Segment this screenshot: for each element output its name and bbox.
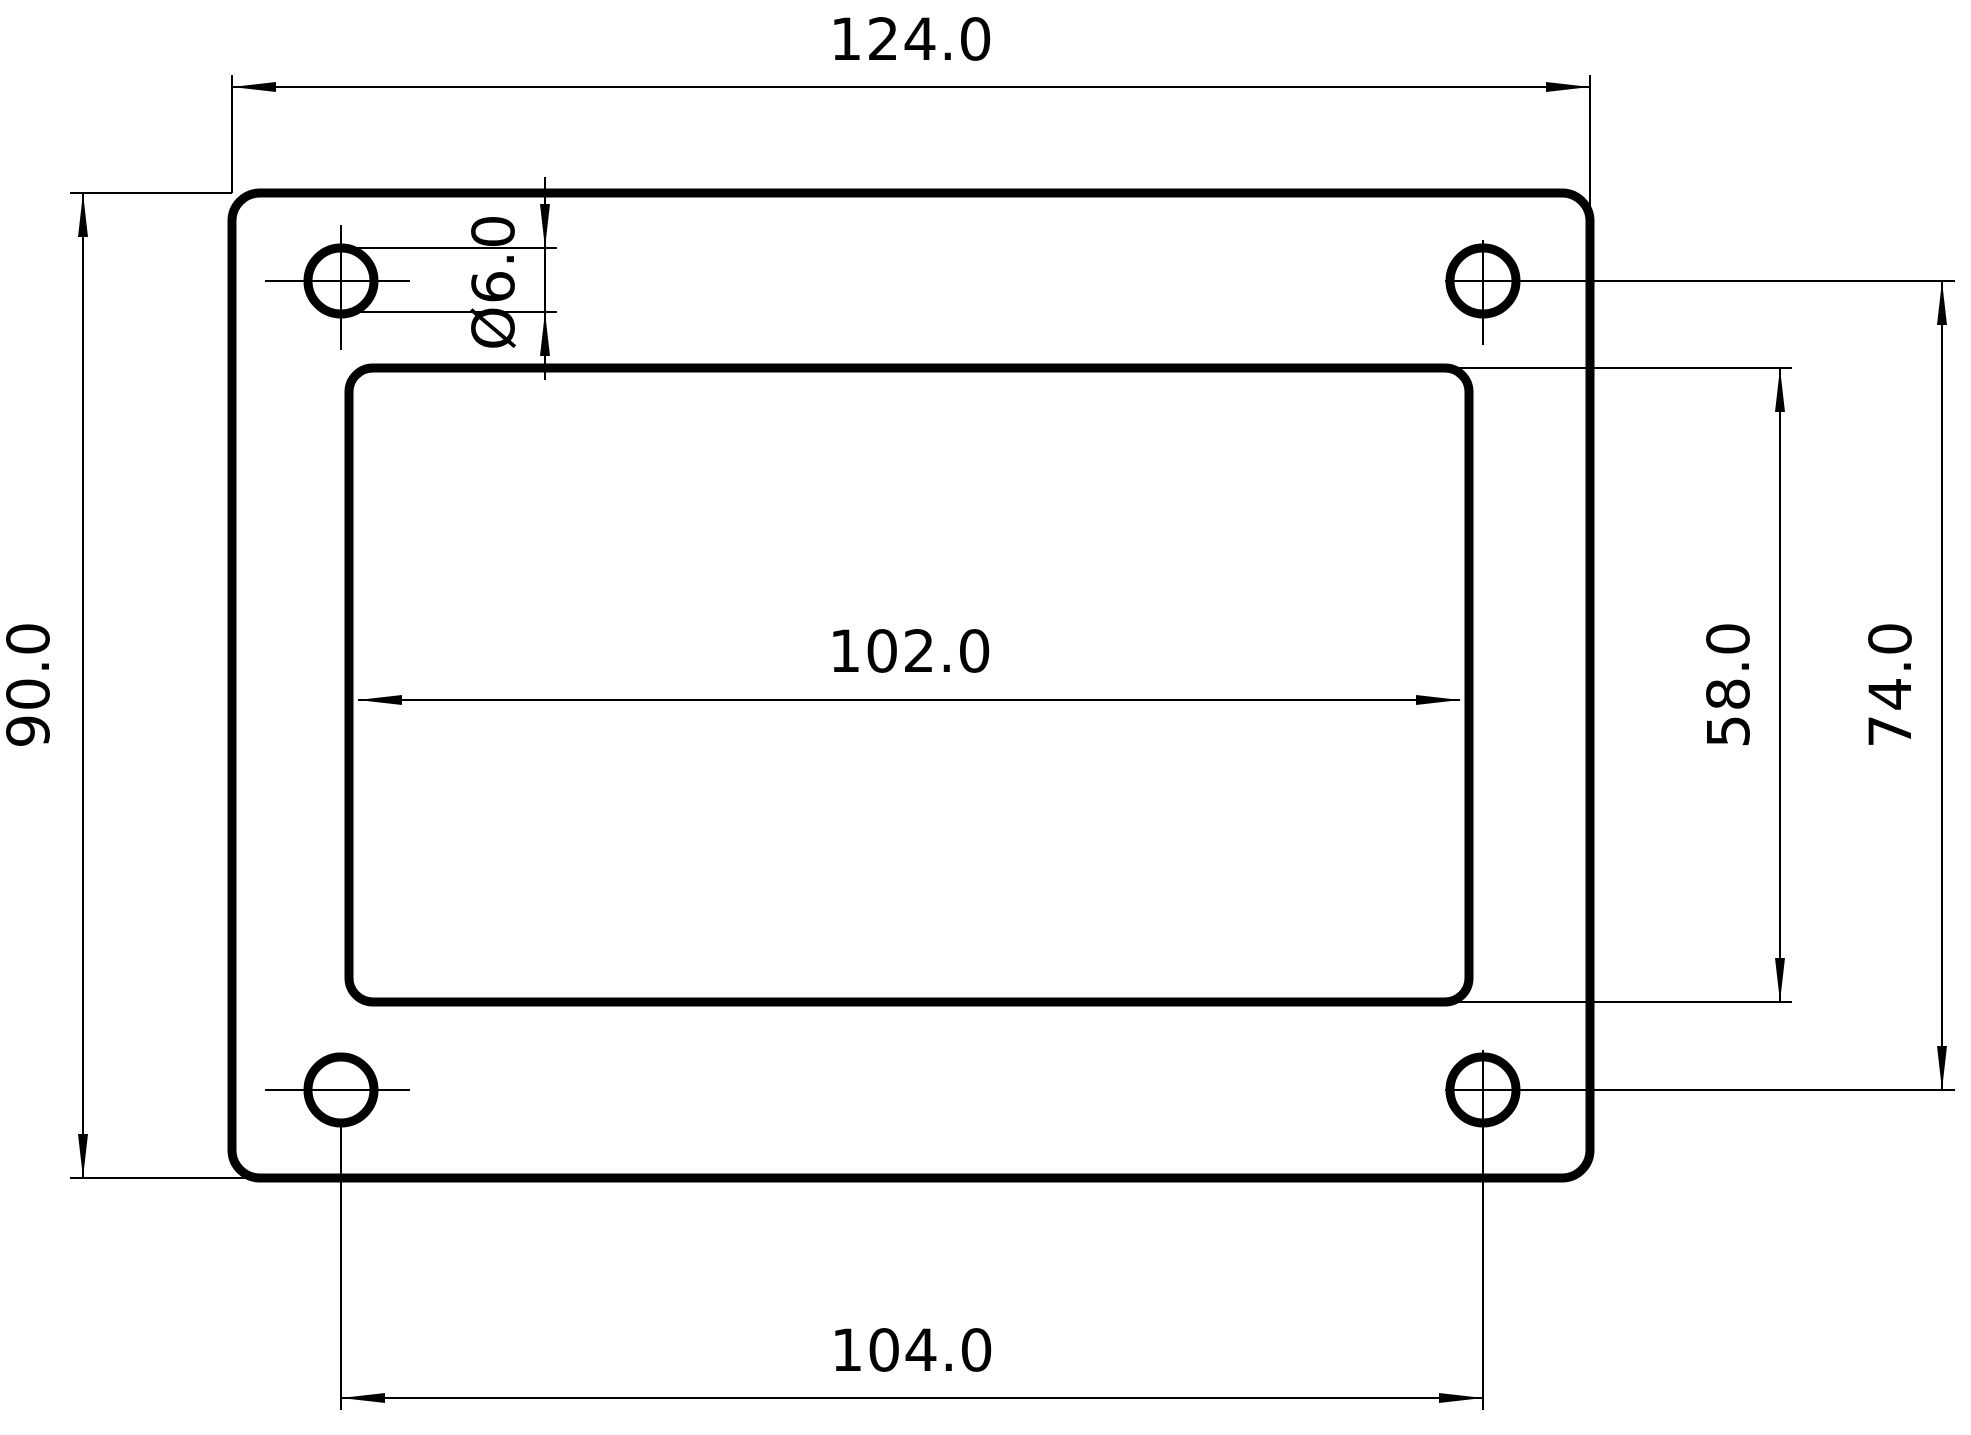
dim-hole-spacing-x-label: 104.0 — [829, 1317, 995, 1385]
dim-cutout-width-label: 102.0 — [827, 618, 993, 686]
dim-overall-height-label: 90.0 — [0, 620, 63, 749]
inner-cutout-outline — [344, 363, 1474, 1007]
dim-overall-width: 124.0 — [231, 6, 1591, 222]
dim-overall-height: 90.0 — [0, 192, 246, 1179]
dim-overall-width-label: 124.0 — [828, 6, 994, 74]
dim-cutout-width: 102.0 — [358, 618, 1460, 705]
dim-hole-spacing-y-label: 74.0 — [1857, 620, 1925, 749]
dim-hole-diameter: Ø6.0 — [341, 177, 557, 380]
dim-hole-spacing-y: 74.0 — [1520, 280, 1955, 1091]
dim-hole-spacing-x: 104.0 — [340, 1125, 1484, 1410]
hole-center-marks — [265, 225, 1520, 1125]
dim-cutout-height: 58.0 — [1450, 367, 1792, 1003]
dim-cutout-height-label: 58.0 — [1695, 620, 1763, 749]
dim-hole-diameter-label: Ø6.0 — [460, 213, 528, 351]
outer-plate-outline — [227, 188, 1595, 1183]
